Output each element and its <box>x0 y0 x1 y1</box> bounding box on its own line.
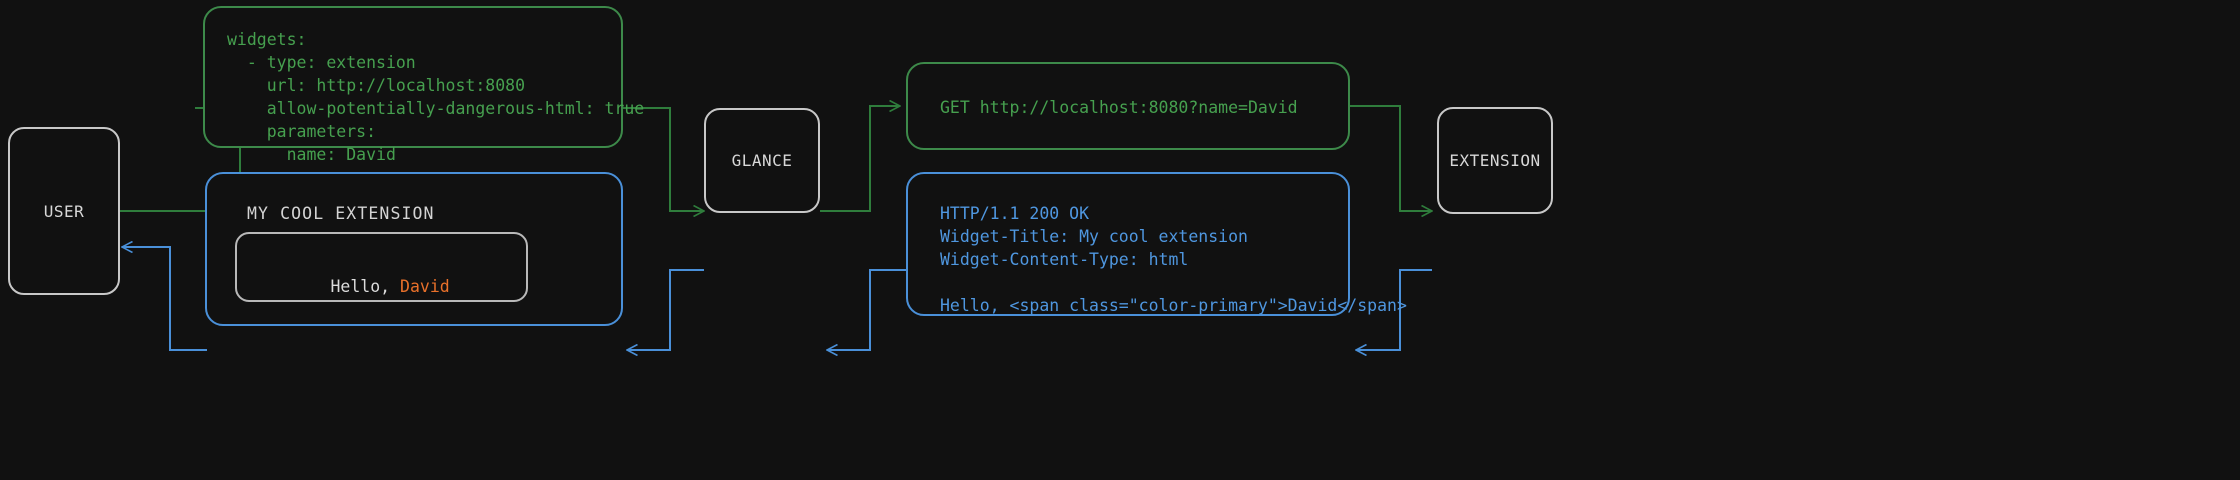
widget-preview-card: MY COOL EXTENSION Hello, David <box>205 172 623 326</box>
http-response-text: HTTP/1.1 200 OK Widget-Title: My cool ex… <box>940 204 1407 315</box>
message-http-response: HTTP/1.1 200 OK Widget-Title: My cool ex… <box>906 172 1407 316</box>
message-config: widgets: - type: extension url: http://l… <box>203 6 644 164</box>
widget-preview-body: Hello, David <box>235 232 528 302</box>
actor-extension[interactable]: EXTENSION <box>1437 107 1553 214</box>
widget-preview-title: MY COOL EXTENSION <box>247 204 435 223</box>
widget-greeting: Hello, David <box>251 258 450 315</box>
widget-greeting-name: David <box>400 277 450 296</box>
edge-glance-to-request <box>820 106 900 212</box>
actor-glance[interactable]: GLANCE <box>704 108 820 213</box>
actor-extension-label: EXTENSION <box>1449 151 1541 170</box>
message-http-request: GET http://localhost:8080?name=David <box>906 62 1350 150</box>
edge-response-to-glance <box>827 269 906 350</box>
actor-user[interactable]: USER <box>8 127 120 295</box>
actor-glance-label: GLANCE <box>731 151 793 170</box>
edge-glance-to-widget <box>627 269 704 350</box>
http-request-text: GET http://localhost:8080?name=David <box>940 98 1298 117</box>
edge-widget-to-user <box>170 270 207 350</box>
config-yaml-text: widgets: - type: extension url: http://l… <box>227 30 645 164</box>
edge-request-to-extension <box>1350 105 1432 211</box>
actor-user-label: USER <box>43 201 85 221</box>
widget-greeting-prefix: Hello, <box>330 277 401 296</box>
edge-widget-to-user-line <box>122 247 207 351</box>
